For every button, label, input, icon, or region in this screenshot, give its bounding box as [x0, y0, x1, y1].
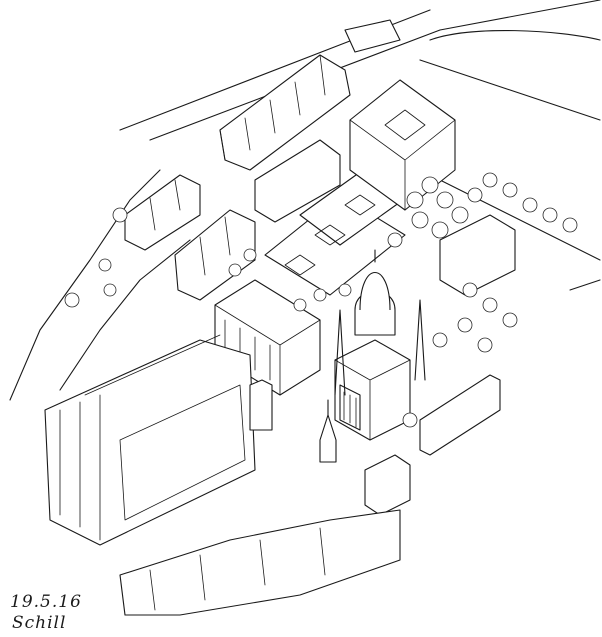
city-palace — [44, 334, 273, 546]
obelisk — [319, 399, 337, 463]
signature-date: 19.5.16 — [10, 592, 82, 612]
row-houses-east — [119, 214, 516, 616]
signature-name: Schill — [12, 613, 67, 633]
row-houses-north — [124, 19, 401, 301]
trees — [64, 172, 578, 428]
domed-church — [334, 249, 426, 441]
